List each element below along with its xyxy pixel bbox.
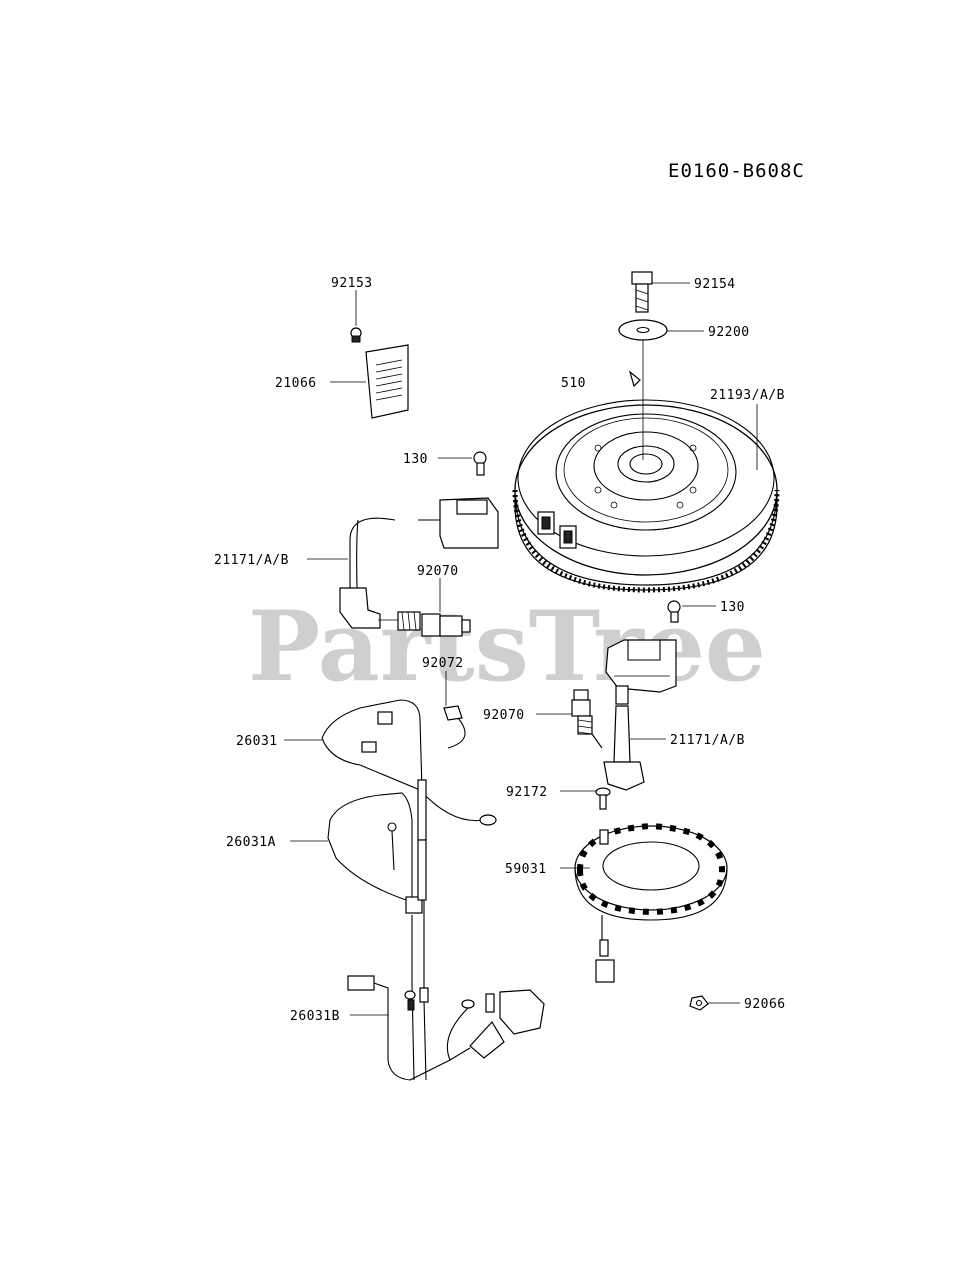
ignition-coil-left[interactable] xyxy=(339,497,499,629)
label-510[interactable]: 510 xyxy=(561,376,586,391)
flywheel-washer[interactable] xyxy=(618,319,668,341)
coil-bolt-right[interactable] xyxy=(667,600,681,623)
flywheel-bolt[interactable] xyxy=(631,271,653,313)
label-92070-left[interactable]: 92070 xyxy=(417,564,459,579)
label-92070-center[interactable]: 92070 xyxy=(483,708,525,723)
stator[interactable] xyxy=(574,822,728,983)
watermark: PartsTree xyxy=(248,590,766,703)
label-59031[interactable]: 59031 xyxy=(505,862,547,877)
spark-plug-left[interactable] xyxy=(378,611,471,637)
label-21066[interactable]: 21066 xyxy=(275,376,317,391)
label-130-right[interactable]: 130 xyxy=(720,600,745,615)
ignition-coil-right[interactable] xyxy=(603,639,677,791)
label-21171-right[interactable]: 21171/A/B xyxy=(670,733,745,748)
label-26031[interactable]: 26031 xyxy=(236,734,278,749)
label-130-top[interactable]: 130 xyxy=(403,452,428,467)
nut-92066[interactable] xyxy=(689,995,709,1011)
coil-bolt-top[interactable] xyxy=(473,451,487,476)
leader-lines xyxy=(284,282,758,1016)
label-92066[interactable]: 92066 xyxy=(744,997,786,1012)
label-92072[interactable]: 92072 xyxy=(422,656,464,671)
label-26031A[interactable]: 26031A xyxy=(226,835,276,850)
flywheel-key[interactable] xyxy=(628,370,641,388)
label-26031B[interactable]: 26031B xyxy=(290,1009,340,1024)
label-92200[interactable]: 92200 xyxy=(708,325,750,340)
spark-plug-center[interactable] xyxy=(571,689,603,749)
label-21171-left[interactable]: 21171/A/B xyxy=(214,553,289,568)
drawing-code: E0160-B608C xyxy=(668,160,805,182)
flywheel[interactable] xyxy=(512,399,780,593)
regulator[interactable] xyxy=(350,327,409,419)
stator-screw[interactable] xyxy=(595,787,611,810)
label-92154[interactable]: 92154 xyxy=(694,277,736,292)
harness-26031B[interactable] xyxy=(347,900,545,1081)
label-92172[interactable]: 92172 xyxy=(506,785,548,800)
label-21193[interactable]: 21193/A/B xyxy=(710,388,785,403)
harness-26031A[interactable] xyxy=(327,792,427,914)
harness-26031[interactable] xyxy=(321,699,497,841)
label-92153[interactable]: 92153 xyxy=(331,276,373,291)
plug-cap-92072[interactable] xyxy=(443,705,463,721)
